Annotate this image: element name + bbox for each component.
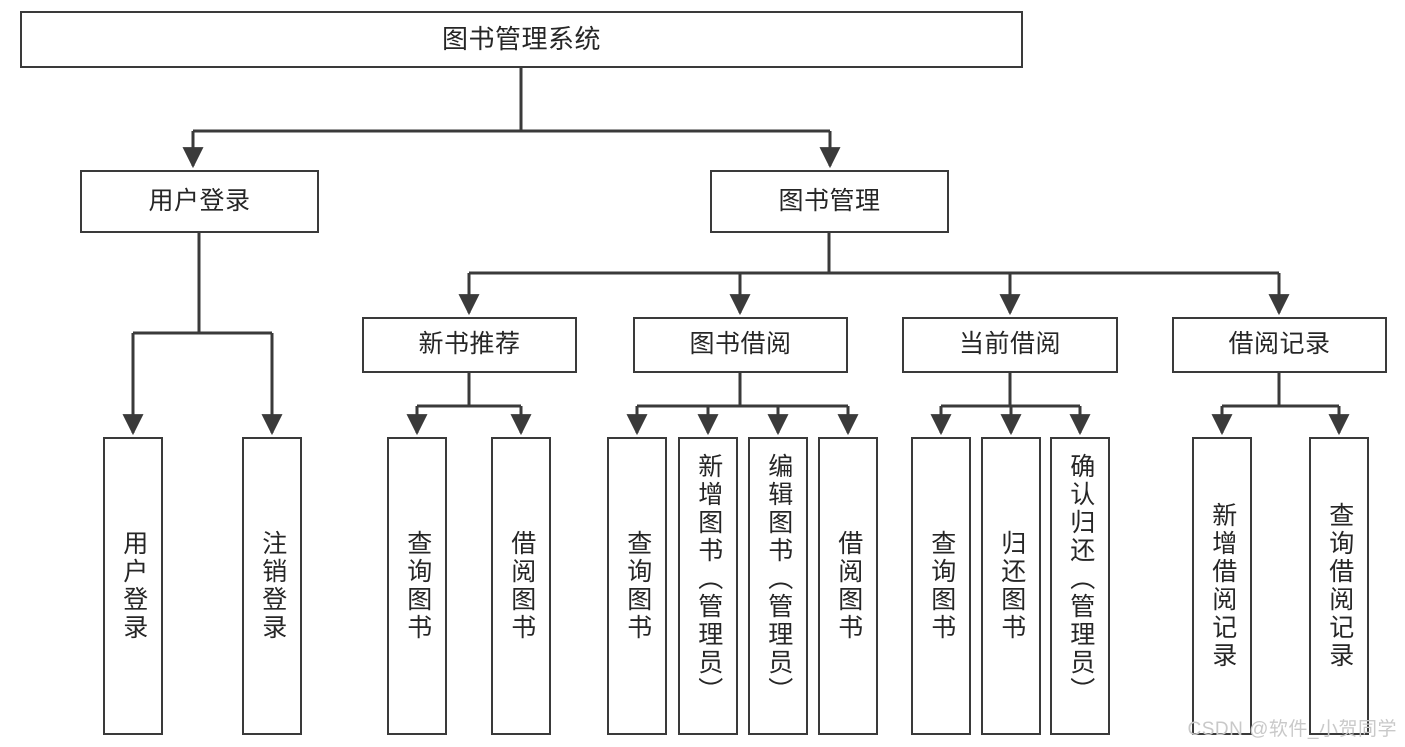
node-book-borrow-label: 图书借阅	[689, 330, 792, 359]
leaf-logout-label: 注销登录	[258, 530, 287, 642]
node-new-book-recommend[interactable]: 新书推荐	[362, 317, 577, 373]
leaf-add-book-admin[interactable]: 新增图书（管理员）	[678, 437, 738, 735]
node-new-book-recommend-label: 新书推荐	[418, 330, 521, 359]
leaf-add-borrow-record[interactable]: 新增借阅记录	[1192, 437, 1252, 735]
leaf-query-book-bb-label: 查询图书	[623, 530, 652, 642]
node-book-manage-label: 图书管理	[778, 186, 881, 215]
node-book-manage[interactable]: 图书管理	[710, 170, 949, 233]
leaf-user-login-label: 用户登录	[119, 530, 148, 642]
leaf-add-book-admin-label: 新增图书（管理员）	[694, 453, 723, 705]
node-book-borrow[interactable]: 图书借阅	[633, 317, 848, 373]
leaf-edit-book-admin[interactable]: 编辑图书（管理员）	[748, 437, 808, 735]
leaf-borrow-book-nb-label: 借阅图书	[507, 530, 536, 642]
leaf-return-book-label: 归还图书	[997, 530, 1026, 642]
node-user-login-label: 用户登录	[148, 186, 251, 215]
leaf-borrow-book-nb[interactable]: 借阅图书	[491, 437, 551, 735]
node-user-login[interactable]: 用户登录	[80, 170, 319, 233]
leaf-borrow-book-bb-label: 借阅图书	[834, 530, 863, 642]
leaf-add-borrow-record-label: 新增借阅记录	[1208, 502, 1237, 670]
leaf-query-book-cb-label: 查询图书	[927, 530, 956, 642]
leaf-logout[interactable]: 注销登录	[242, 437, 302, 735]
leaf-user-login[interactable]: 用户登录	[103, 437, 163, 735]
node-borrow-record-label: 借阅记录	[1228, 330, 1331, 359]
leaf-borrow-book-bb[interactable]: 借阅图书	[818, 437, 878, 735]
leaf-confirm-return-admin-label: 确认归还（管理员）	[1066, 453, 1095, 705]
node-borrow-record[interactable]: 借阅记录	[1172, 317, 1387, 373]
leaf-query-borrow-record-label: 查询借阅记录	[1325, 502, 1354, 670]
node-current-borrow[interactable]: 当前借阅	[902, 317, 1118, 373]
leaf-query-book-cb[interactable]: 查询图书	[911, 437, 971, 735]
node-current-borrow-label: 当前借阅	[958, 330, 1061, 359]
csdn-watermark: CSDN @软件_小贺同学	[1187, 719, 1397, 740]
leaf-query-book-bb[interactable]: 查询图书	[607, 437, 667, 735]
node-root[interactable]: 图书管理系统	[20, 11, 1023, 68]
leaf-confirm-return-admin[interactable]: 确认归还（管理员）	[1050, 437, 1110, 735]
leaf-query-book-nb[interactable]: 查询图书	[387, 437, 447, 735]
leaf-return-book[interactable]: 归还图书	[981, 437, 1041, 735]
leaf-query-book-nb-label: 查询图书	[403, 530, 432, 642]
leaf-edit-book-admin-label: 编辑图书（管理员）	[764, 453, 793, 705]
node-root-label: 图书管理系统	[441, 24, 601, 55]
leaf-query-borrow-record[interactable]: 查询借阅记录	[1309, 437, 1369, 735]
